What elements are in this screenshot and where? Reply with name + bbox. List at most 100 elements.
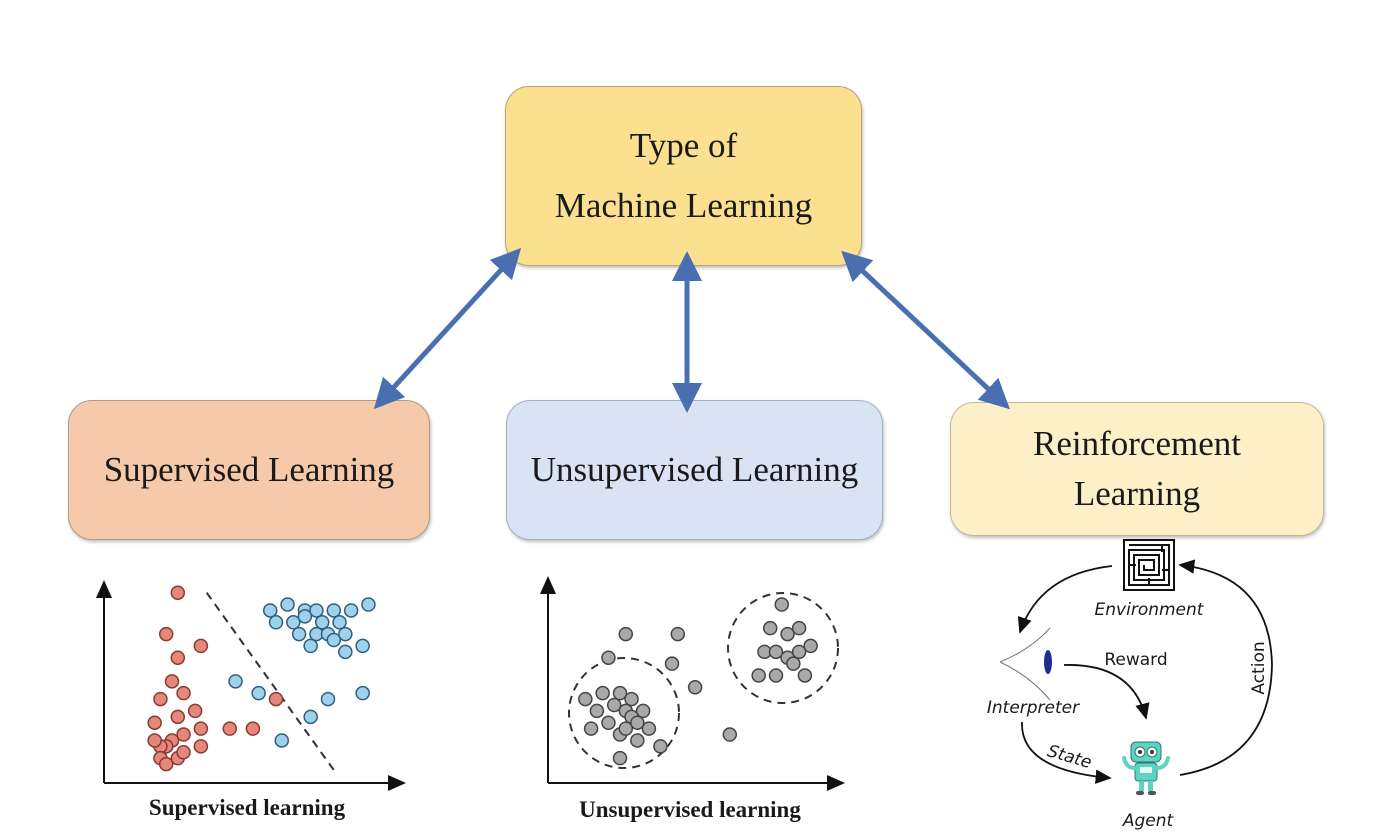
gray-data-point [797, 668, 813, 683]
gray-data-point [653, 739, 668, 754]
arrow-reward [1063, 664, 1150, 720]
blue-data-point [332, 615, 347, 630]
root-title-line1: Type of [629, 126, 738, 165]
reward-label: Reward [1104, 650, 1167, 670]
red-data-point [176, 745, 191, 760]
gray-data-point [618, 626, 634, 642]
gray-data-point [606, 697, 622, 713]
gray-data-point [612, 750, 628, 766]
arrow-root-reinforcement [841, 250, 1010, 410]
gray-data-point [774, 597, 790, 612]
blue-data-point [303, 709, 318, 725]
red-data-point [170, 650, 186, 665]
blue-data-point [274, 733, 290, 748]
robot-icon [1122, 741, 1170, 795]
red-data-point [164, 674, 180, 689]
blue-data-point [286, 615, 301, 630]
gray-data-point [635, 703, 651, 719]
red-data-point [158, 626, 174, 642]
gray-data-point [762, 620, 778, 636]
gray-data-point [595, 685, 610, 701]
gray-data-point [578, 691, 593, 707]
gray-data-point [768, 668, 784, 683]
red-data-point [268, 691, 284, 707]
red-data-point [176, 727, 191, 742]
red-data-point [170, 709, 186, 725]
unsupervised-plot: Unsupervised learning [540, 576, 845, 822]
blue-data-point [326, 603, 342, 618]
gray-data-point [618, 721, 634, 736]
blue-data-point [291, 626, 307, 642]
gray-data-point [630, 715, 645, 730]
gray-data-point [751, 668, 766, 683]
arrow-root-supervised [373, 247, 522, 410]
blue-data-point [326, 632, 342, 648]
blue-data-point [280, 597, 295, 612]
gray-data-point [601, 715, 616, 730]
red-data-point [176, 685, 191, 701]
environment-label: Environment [1095, 600, 1205, 620]
gray-data-point [589, 703, 605, 719]
reinforcement-title-line1: Reinforcement [1033, 424, 1241, 463]
red-data-point [193, 739, 209, 754]
red-data-point [222, 721, 238, 736]
red-data-point [153, 691, 168, 707]
blue-data-point [338, 626, 353, 642]
blue-data-point [268, 615, 284, 630]
gray-data-point [630, 733, 645, 748]
reinforcement-learning-node: Reinforcement Learning [950, 402, 1324, 536]
blue-data-point [262, 603, 278, 618]
agent-label: Agent [1122, 811, 1175, 831]
reinforcement-title-line2: Learning [1073, 474, 1201, 513]
gray-data-point [583, 721, 599, 736]
supervised-learning-node: Supervised Learning [68, 400, 430, 540]
arrow-state [1021, 721, 1112, 784]
blue-data-point [361, 597, 376, 612]
arrow-env-to-interpreter [1017, 565, 1113, 634]
gray-data-point [670, 626, 686, 642]
blue-data-point [355, 685, 370, 701]
red-data-point [245, 721, 261, 736]
red-data-point [193, 638, 209, 654]
red-data-point [193, 721, 209, 736]
supervised-plot: Supervised learning [96, 580, 406, 820]
gray-data-point [791, 620, 807, 636]
gray-data-point [624, 691, 639, 707]
blue-data-point [303, 638, 318, 654]
blue-data-point [228, 674, 243, 689]
blue-data-point [338, 644, 353, 660]
red-data-point [170, 585, 186, 600]
blue-data-point [309, 603, 324, 618]
gray-data-point [612, 685, 628, 701]
gray-data-point [768, 644, 784, 660]
maze-icon [1123, 539, 1175, 591]
supervised-caption: Supervised learning [149, 795, 346, 820]
gray-data-point [780, 626, 795, 642]
blue-data-point [355, 638, 370, 654]
red-data-point [187, 703, 203, 719]
gray-data-point [664, 656, 680, 671]
root-node-type-of-ml: Type of Machine Learning [505, 86, 862, 266]
red-data-point [147, 715, 162, 730]
gray-data-point [601, 650, 616, 665]
gray-data-point [786, 656, 801, 671]
interpreter-label: Interpreter [987, 698, 1080, 718]
blue-data-point [297, 609, 313, 624]
blue-data-point [251, 685, 266, 701]
root-title-line2: Machine Learning [554, 186, 813, 225]
cluster-ring-left [568, 657, 680, 769]
supervised-title: Supervised Learning [103, 450, 395, 489]
blue-data-point [320, 691, 336, 707]
blue-data-point [314, 615, 330, 630]
unsupervised-caption: Unsupervised learning [579, 797, 801, 822]
eye-icon [999, 627, 1052, 701]
gray-data-point [687, 680, 703, 695]
reinforcement-cycle: Environment Interpreter Reward State Act… [987, 539, 1273, 831]
cluster-ring-right [727, 592, 839, 704]
action-label: Action [1249, 641, 1269, 694]
red-data-point [158, 756, 174, 772]
gray-data-point [722, 727, 738, 742]
gray-data-point [791, 644, 807, 660]
unsupervised-learning-node: Unsupervised Learning [506, 400, 883, 540]
